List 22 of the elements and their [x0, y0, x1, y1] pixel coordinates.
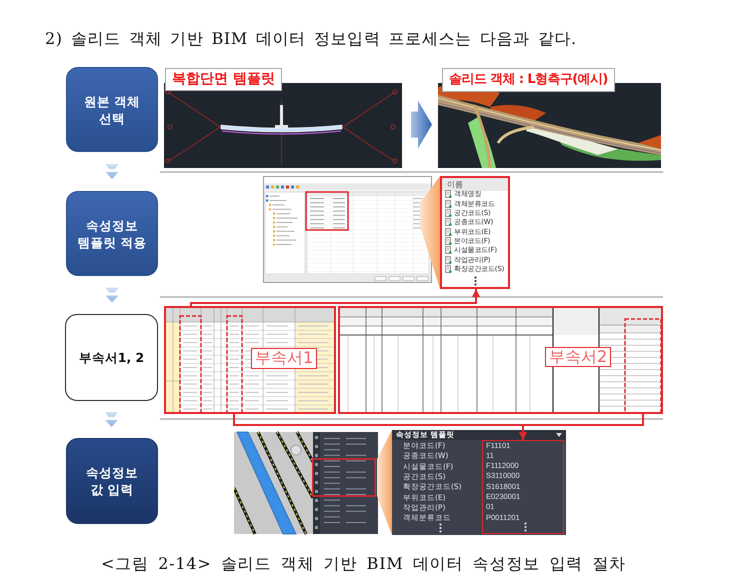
down-chevron: [106, 164, 118, 179]
software-screenshot: [234, 430, 392, 535]
column-header: 이름: [442, 178, 508, 191]
highlight-frame: [482, 440, 564, 534]
overlay-label: 부속서2: [545, 347, 612, 367]
process-box: 속성정보 값 입력: [66, 438, 158, 524]
process-box: 부속서1, 2: [65, 314, 158, 401]
heading: 2) 솔리드 객체 기반 BIM 데이터 정보입력 프로세스는 다음과 같다.: [45, 29, 577, 49]
connector-arrow: [190, 289, 480, 306]
image-title: 복합단면 템플릿: [165, 68, 282, 91]
process-box: 속성정보 템플릿 적용: [66, 191, 158, 276]
list-panel: [440, 176, 510, 289]
down-chevron: [105, 412, 118, 427]
process-box: 원본 객체 선택: [66, 67, 158, 152]
dialog-screenshot: [263, 176, 440, 289]
block-arrow: [411, 100, 432, 149]
connector-arrow: [519, 414, 644, 440]
property-panel: [392, 430, 566, 535]
down-chevron: [106, 288, 118, 302]
image-title: 솔리드 객체 : L형측구(예시): [442, 68, 615, 92]
overlay-label: 부속서1: [251, 348, 318, 369]
figure-caption: <그림 2-14> 솔리드 객체 기반 BIM 데이터 속성정보 입력 절차: [101, 554, 626, 574]
